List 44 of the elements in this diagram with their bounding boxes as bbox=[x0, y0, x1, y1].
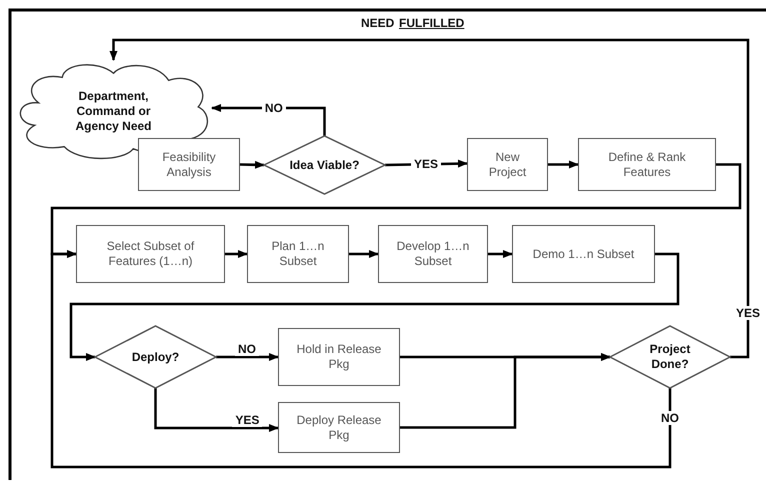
node-label: Department, Command or Agency Need bbox=[74, 88, 153, 134]
node-label: Deploy? bbox=[132, 350, 180, 364]
node-label: Develop 1…n Subset bbox=[396, 239, 470, 269]
process-box bbox=[138, 138, 240, 191]
arrow bbox=[349, 250, 379, 258]
note-label: NEED bbox=[361, 16, 394, 30]
decision-diamond bbox=[264, 136, 385, 194]
process-box bbox=[512, 225, 655, 283]
node-label: Demo 1…n Subset bbox=[532, 246, 634, 262]
note-label: FULFILLED bbox=[399, 16, 464, 30]
process-box bbox=[467, 138, 548, 191]
arrow bbox=[50, 250, 672, 468]
process-box bbox=[578, 138, 716, 191]
edge-label: NO bbox=[235, 342, 259, 356]
node-label: Define & Rank Features bbox=[607, 150, 687, 180]
edge-label: YES bbox=[733, 306, 763, 320]
arrow bbox=[110, 38, 750, 358]
decision-diamond bbox=[95, 326, 216, 388]
edge-label: YES bbox=[232, 413, 262, 427]
arrow bbox=[225, 250, 248, 258]
node-label: Plan 1…n Subset bbox=[270, 239, 326, 269]
decision-diamond bbox=[610, 326, 730, 388]
arrow bbox=[216, 353, 279, 361]
process-box bbox=[247, 225, 349, 283]
arrow bbox=[211, 104, 326, 136]
node-label: Select Subset of Features (1…n) bbox=[106, 239, 196, 269]
arrow bbox=[154, 388, 279, 432]
arrow bbox=[70, 252, 680, 361]
node-label: Deploy Release Pkg bbox=[296, 412, 382, 442]
arrow bbox=[400, 353, 611, 429]
node-label: Hold in Release Pkg bbox=[296, 342, 382, 372]
node-label: Feasibility Analysis bbox=[161, 150, 217, 180]
node-label: New Project bbox=[488, 150, 528, 180]
node-label: Idea Viable? bbox=[290, 158, 360, 172]
edge-label: NO bbox=[262, 100, 286, 115]
node-label: Project Done? bbox=[648, 342, 692, 372]
arrow bbox=[548, 160, 579, 168]
edge-label: YES bbox=[411, 157, 441, 172]
process-box bbox=[278, 328, 400, 386]
arrow bbox=[240, 160, 265, 169]
process-box bbox=[378, 225, 488, 283]
process-box bbox=[76, 225, 225, 283]
process-box bbox=[278, 402, 400, 453]
arrow bbox=[488, 250, 513, 258]
